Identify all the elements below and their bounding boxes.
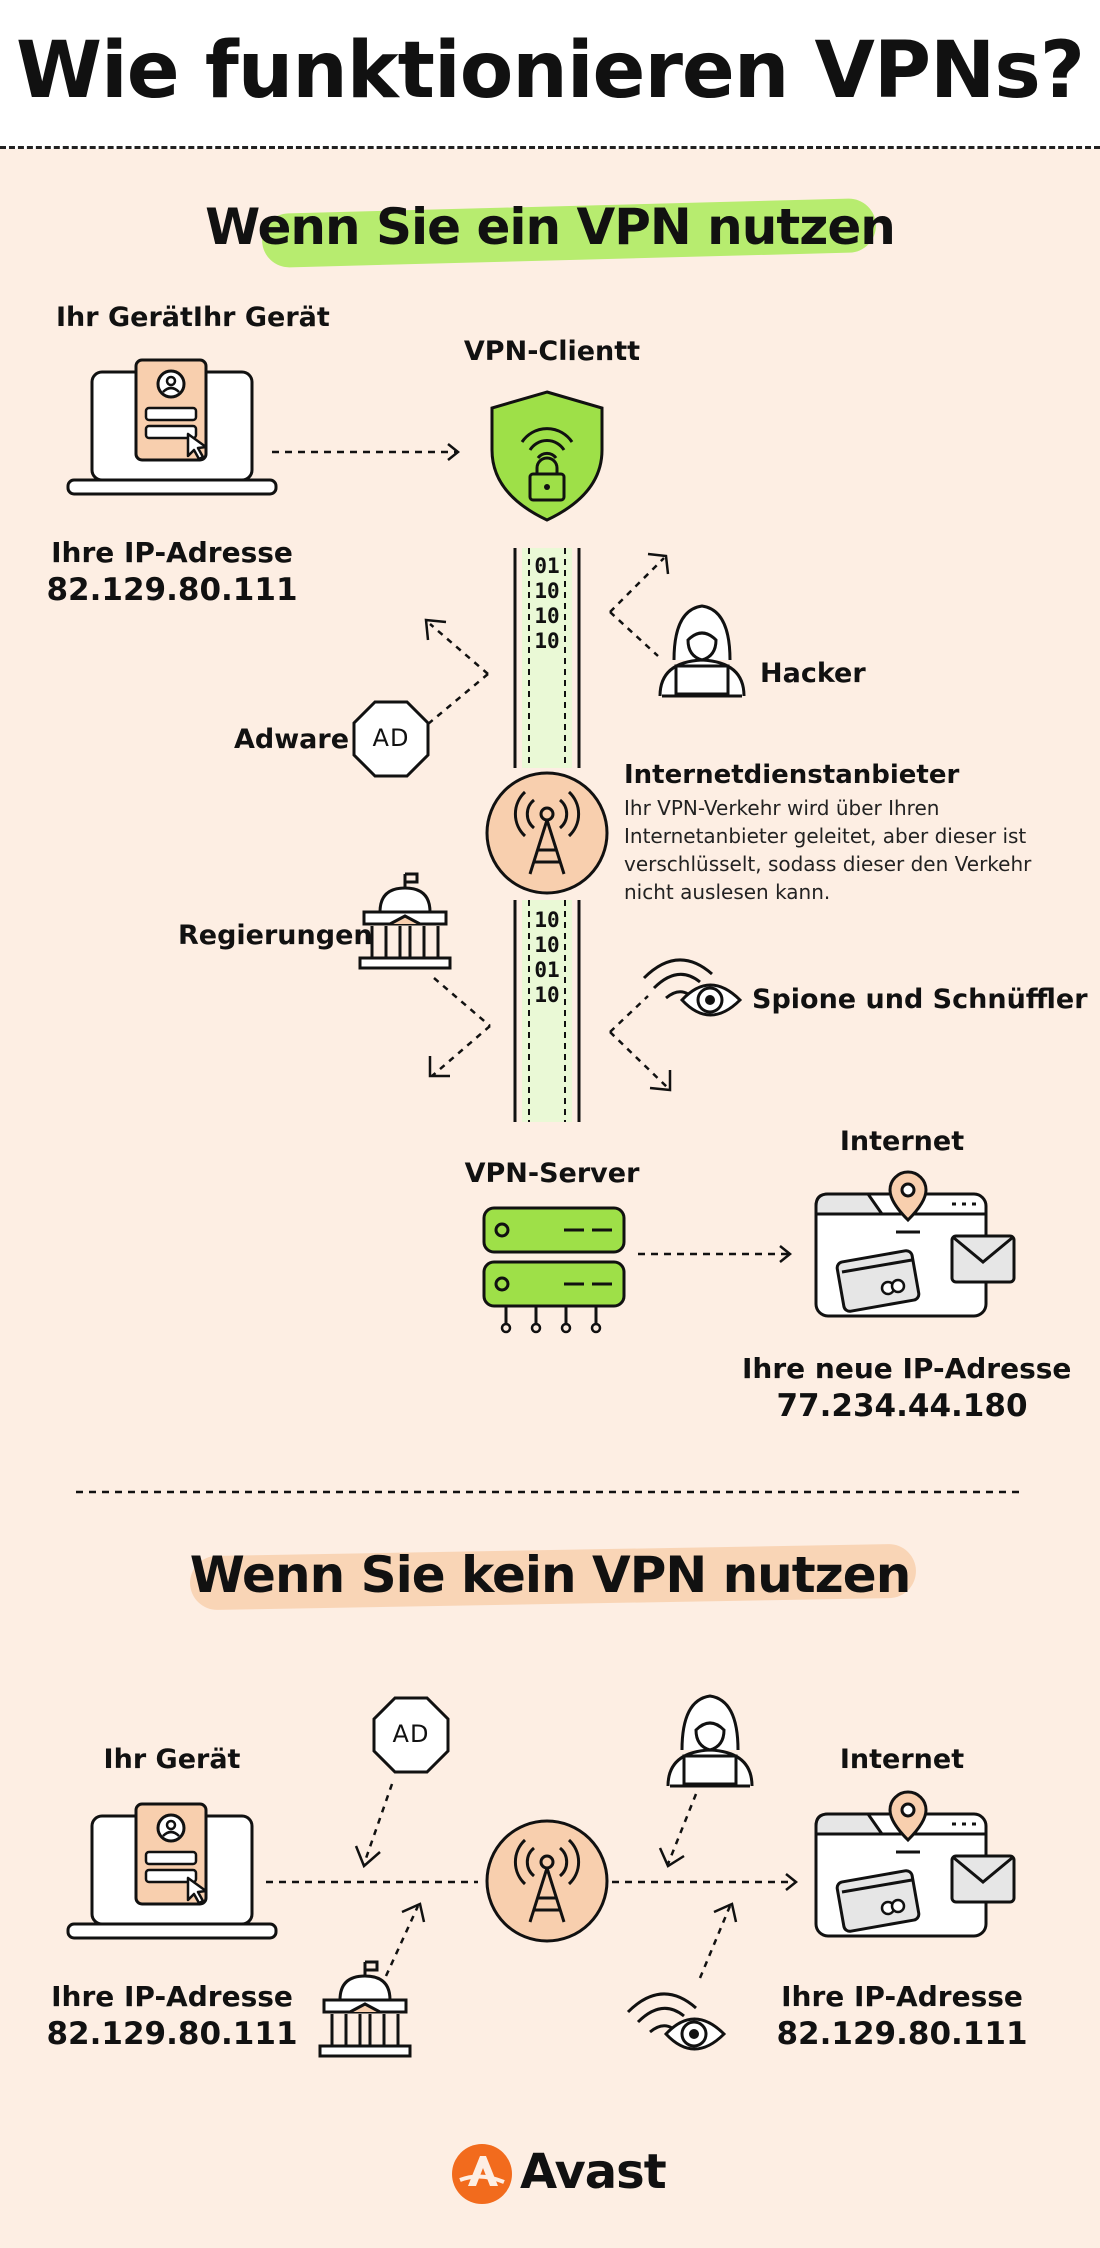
hacker-label: Hacker <box>760 658 866 689</box>
isp-description: Ihr VPN-Verkehr wird über Ihren Internet… <box>624 796 1032 904</box>
arrow-spies <box>609 995 672 1092</box>
spy-eye-wifi-icon <box>642 958 743 1017</box>
vpn-shield-icon <box>490 390 604 522</box>
internet-label: Internet <box>839 1126 965 1157</box>
header <box>0 0 1100 149</box>
internet-browser-icon-2 <box>814 1790 1016 1938</box>
arrow-hacker <box>609 552 670 657</box>
adware-label: Adware <box>234 724 350 755</box>
tunnel-lower <box>513 900 581 1122</box>
brand-name: Avast <box>520 2144 667 2200</box>
arrow-government-2 <box>384 1902 426 1977</box>
hacker-icon-2 <box>666 1694 754 1788</box>
arrow-hacker-2 <box>658 1793 698 1868</box>
internet-ip-label-2: Ihre IP-Adresse <box>781 1980 1023 2013</box>
spy-label: Spione und Schnüffler <box>752 984 1088 1015</box>
new-ip-label: Ihre neue IP-Adresse <box>742 1352 1072 1385</box>
arrow-device-to-client <box>272 443 461 461</box>
ad-text-2: AD <box>392 1720 430 1748</box>
device-label-2: Ihr Gerät <box>103 1744 241 1775</box>
internet-browser-icon <box>814 1170 1016 1318</box>
page-title: Wie funktionieren VPNs? <box>15 26 1085 116</box>
ad-text: AD <box>372 724 410 752</box>
bits-lower: 10100110 <box>534 908 560 1007</box>
avast-logo-icon <box>452 2144 512 2204</box>
hacker-icon <box>658 604 746 698</box>
ad-octagon-icon-2 <box>372 1696 450 1774</box>
device-ip-label-2: Ihre IP-Adresse <box>51 1980 293 2013</box>
government-building-icon-2 <box>318 1960 412 2058</box>
device-label: Ihr GerätIhr Gerät <box>56 302 330 333</box>
server-label: VPN-Server <box>464 1158 640 1189</box>
tunnel-upper <box>513 548 581 768</box>
laptop-icon <box>66 358 278 496</box>
arrow-spy-2 <box>698 1902 738 1979</box>
client-label: VPN-Clientt <box>463 336 641 367</box>
arrow-adware <box>424 618 489 725</box>
device-ip: 82.129.80.111 <box>46 572 298 608</box>
new-ip: 77.234.44.180 <box>776 1388 1028 1424</box>
arrow-server-to-internet <box>638 1245 793 1263</box>
bits-upper: 01101010 <box>534 554 560 653</box>
government-building-icon <box>358 872 452 970</box>
device-ip-label: Ihre IP-Adresse <box>51 536 293 569</box>
spy-eye-wifi-icon-2 <box>626 1992 727 2051</box>
vpn-server-icon <box>482 1206 626 1334</box>
internet-ip-2: 82.129.80.111 <box>776 2016 1028 2052</box>
internet-label-2: Internet <box>839 1744 965 1775</box>
isp-title: Internetdienstanbieter <box>624 760 960 790</box>
isp-tower-icon <box>485 771 609 895</box>
isp-tower-icon-2 <box>485 1819 609 1943</box>
gov-label: Regierungen <box>178 920 373 951</box>
ad-octagon-icon <box>352 700 430 778</box>
arrow-government <box>428 977 491 1078</box>
unencrypted-path <box>266 1873 799 1891</box>
arrow-ad-2 <box>354 1783 394 1869</box>
device-ip-2: 82.129.80.111 <box>46 2016 298 2052</box>
section-divider <box>76 1490 1020 1494</box>
section-heading-with-vpn: Wenn Sie ein VPN nutzen <box>205 198 896 256</box>
laptop-icon-2 <box>66 1802 278 1940</box>
section-heading-without-vpn: Wenn Sie kein VPN nutzen <box>189 1546 912 1604</box>
